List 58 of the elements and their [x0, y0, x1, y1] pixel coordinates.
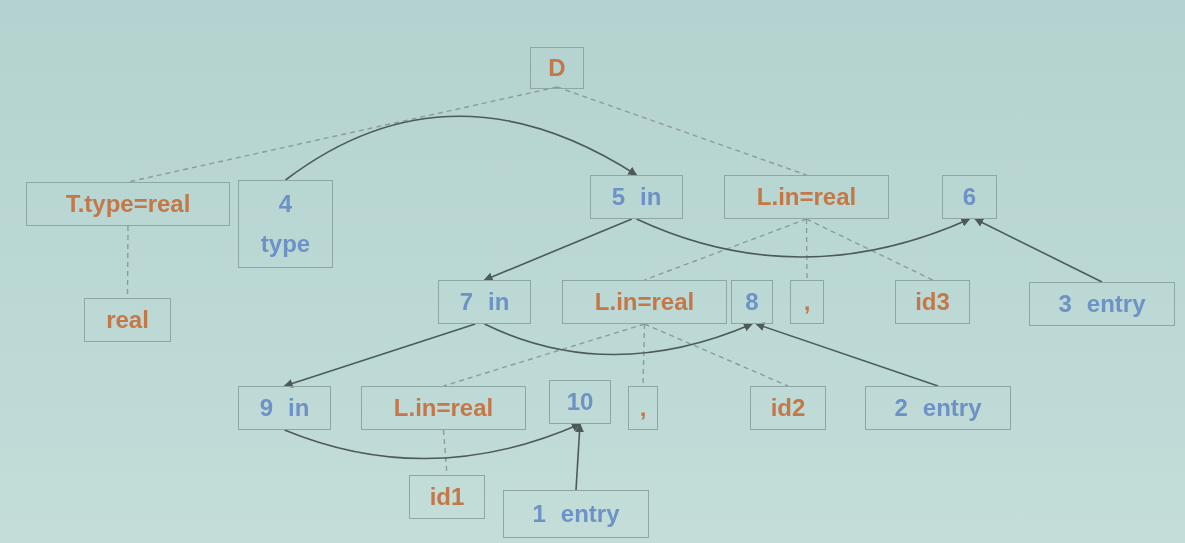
grammar-symbol-box: [409, 475, 485, 519]
dependency-arrow: [284, 115, 638, 181]
node-label: real: [106, 305, 149, 335]
dependency-arrow: [483, 322, 753, 356]
node-label: 10: [566, 387, 594, 417]
dependency-arrow: [575, 423, 584, 491]
grammar-symbol-box: [750, 386, 826, 430]
grammar-symbol-box: [26, 182, 230, 226]
dependency-node-box: [549, 380, 611, 424]
dependency-node-box: [731, 280, 773, 324]
parse-tree-line: [127, 86, 558, 183]
node-label: L.in=real: [594, 287, 695, 317]
grammar-symbol-box: [361, 386, 526, 430]
node-label: 9 in: [259, 393, 310, 423]
dependency-node-box: [942, 175, 997, 219]
dependency-arrow: [974, 218, 1103, 283]
parse-tree-line: [805, 218, 934, 281]
node-label: L.in=real: [393, 393, 494, 423]
grammar-symbol-box: [895, 280, 970, 324]
grammar-symbol-box: [562, 280, 727, 324]
node-label: 7 in: [459, 287, 510, 317]
grammar-symbol-box: [530, 47, 584, 89]
dependency-arrow: [635, 217, 971, 258]
dependency-arrow: [283, 422, 581, 460]
node-label: D: [548, 53, 566, 83]
dependency-node-box: [438, 280, 531, 324]
node-label: 5 in: [611, 182, 662, 212]
grammar-symbol-box: [628, 386, 658, 430]
node-label: 1 entry: [532, 499, 620, 529]
parse-tree-line: [805, 218, 808, 281]
node-label: 2 entry: [894, 393, 982, 423]
node-label: L.in=real: [756, 182, 857, 212]
dependency-node-box: [590, 175, 683, 219]
dependency-arrow: [283, 323, 476, 388]
grammar-symbol-box: [790, 280, 824, 324]
node-label: 3 entry: [1058, 289, 1146, 319]
dependency-node-box: [865, 386, 1011, 430]
node-label: 8: [745, 287, 759, 317]
parse-tree-line: [643, 218, 808, 281]
parse-tree-line: [643, 323, 789, 387]
node-label: 4 type: [259, 189, 312, 259]
node-label: id3: [915, 287, 950, 317]
parse-tree-line: [556, 86, 808, 176]
node-label: T.type=real: [65, 189, 191, 219]
dependency-node-box: [503, 490, 649, 538]
dependency-arrow: [755, 322, 939, 387]
grammar-symbol-box: [724, 175, 889, 219]
node-label: id1: [429, 482, 465, 512]
dependency-node-box: [1029, 282, 1175, 326]
dependency-arrow: [483, 218, 633, 282]
grammar-symbol-box: [84, 298, 171, 342]
parse-tree-line: [442, 323, 646, 387]
node-label: 6: [962, 182, 977, 212]
node-label: ,: [803, 287, 811, 317]
node-label: ,: [639, 393, 647, 423]
dependency-node-box: [238, 180, 333, 268]
dependency-node-box: [238, 386, 331, 430]
node-label: id2: [770, 393, 806, 423]
